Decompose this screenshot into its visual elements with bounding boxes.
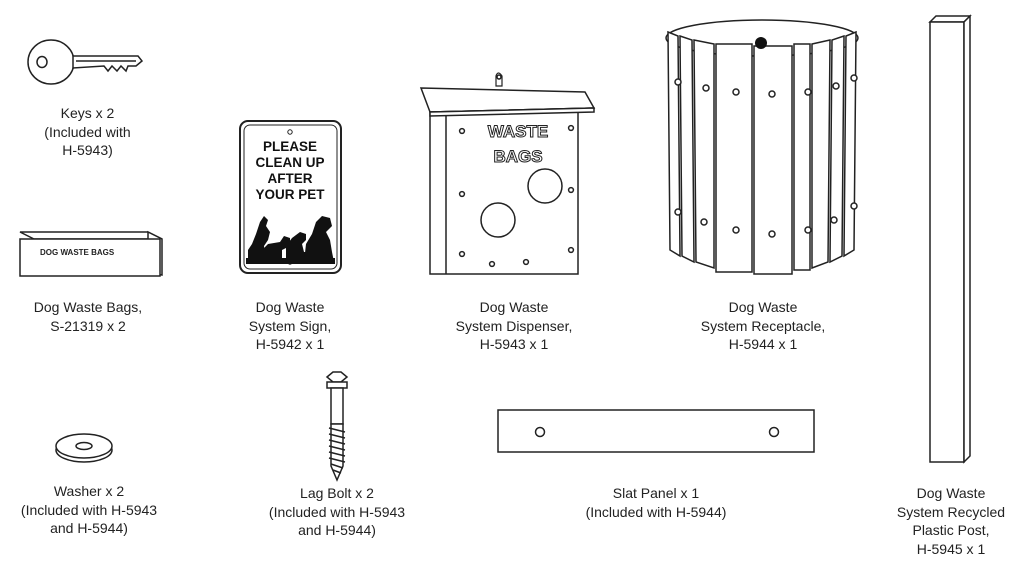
caption-receptacle-line-1: Dog Waste (728, 299, 798, 315)
caption-lag-bolt: Lag Bolt x 2 (Included with H-5943 and H… (248, 484, 426, 540)
caption-post-line-1: Dog Waste (916, 485, 986, 501)
sign-text-line-4: YOUR PET (255, 187, 325, 202)
caption-sign-line-2: System Sign, (248, 317, 332, 334)
sign-text-line-3: AFTER (268, 171, 313, 186)
receptacle-icon (665, 19, 859, 275)
caption-lag-bolt-line-2: (Included with H-5943 (268, 503, 406, 520)
caption-receptacle-line-3: H-5944 x 1 (728, 336, 798, 352)
key-icon (27, 39, 144, 85)
caption-keys: Keys x 2 (Included with H-5943) (10, 104, 165, 160)
caption-dispenser-line-2: System Dispenser, (455, 317, 573, 334)
post-icon (928, 14, 972, 464)
bag-box-icon: DOG WASTE BAGS (19, 230, 163, 277)
sign-text-line-1: PLEASE (263, 139, 317, 154)
sign-icon: PLEASE CLEAN UP AFTER YOUR PET (239, 120, 342, 274)
bag-box-label: DOG WASTE BAGS (40, 248, 115, 257)
caption-washer-line-1: Washer x 2 (53, 483, 125, 499)
caption-slat-panel: Slat Panel x 1 (Included with H-5944) (556, 484, 756, 521)
caption-post-line-4: H-5945 x 1 (916, 540, 986, 557)
sign-text-line-2: CLEAN UP (255, 155, 324, 170)
caption-receptacle: Dog Waste System Receptacle, H-5944 x 1 (668, 298, 858, 354)
caption-post: Dog Waste System Recycled Plastic Post, … (882, 484, 1020, 558)
caption-post-line-3: Plastic Post, (912, 522, 990, 538)
caption-dispenser-line-1: Dog Waste (479, 299, 549, 315)
caption-bags-line-2: S-21319 x 2 (50, 317, 126, 334)
washer-icon (55, 433, 113, 463)
caption-sign: Dog Waste System Sign, H-5942 x 1 (215, 298, 365, 354)
caption-washer: Washer x 2 (Included with H-5943 and H-5… (0, 482, 178, 538)
dispenser-text-waste: WASTE (488, 122, 548, 141)
caption-bags-line-1: Dog Waste Bags, (33, 299, 143, 315)
lag-bolt-icon (325, 371, 349, 482)
caption-slat-panel-line-2: (Included with H-5944) (585, 503, 727, 520)
caption-dispenser-line-3: H-5943 x 1 (479, 336, 549, 352)
caption-sign-line-3: H-5942 x 1 (255, 336, 325, 352)
caption-slat-panel-line-1: Slat Panel x 1 (612, 485, 700, 501)
caption-lag-bolt-line-1: Lag Bolt x 2 (300, 485, 374, 501)
caption-keys-line-1: Keys x 2 (60, 105, 115, 121)
dispenser-text-bags: BAGS (493, 147, 542, 166)
dispenser-icon: WASTE BAGS (419, 72, 596, 275)
caption-washer-line-3: and H-5944) (50, 520, 128, 536)
dog-silhouettes-icon (246, 216, 335, 264)
caption-keys-line-3: H-5943) (62, 142, 113, 158)
caption-washer-line-2: (Included with H-5943 (20, 501, 158, 518)
caption-receptacle-line-2: System Receptacle, (700, 317, 826, 334)
caption-lag-bolt-line-3: and H-5944) (298, 522, 376, 538)
caption-post-line-2: System Recycled (896, 503, 1006, 520)
slat-panel-icon (497, 409, 815, 453)
caption-keys-line-2: (Included with (44, 123, 131, 140)
caption-sign-line-1: Dog Waste (255, 299, 325, 315)
caption-dispenser: Dog Waste System Dispenser, H-5943 x 1 (424, 298, 604, 354)
caption-bags: Dog Waste Bags, S-21319 x 2 (0, 298, 176, 335)
